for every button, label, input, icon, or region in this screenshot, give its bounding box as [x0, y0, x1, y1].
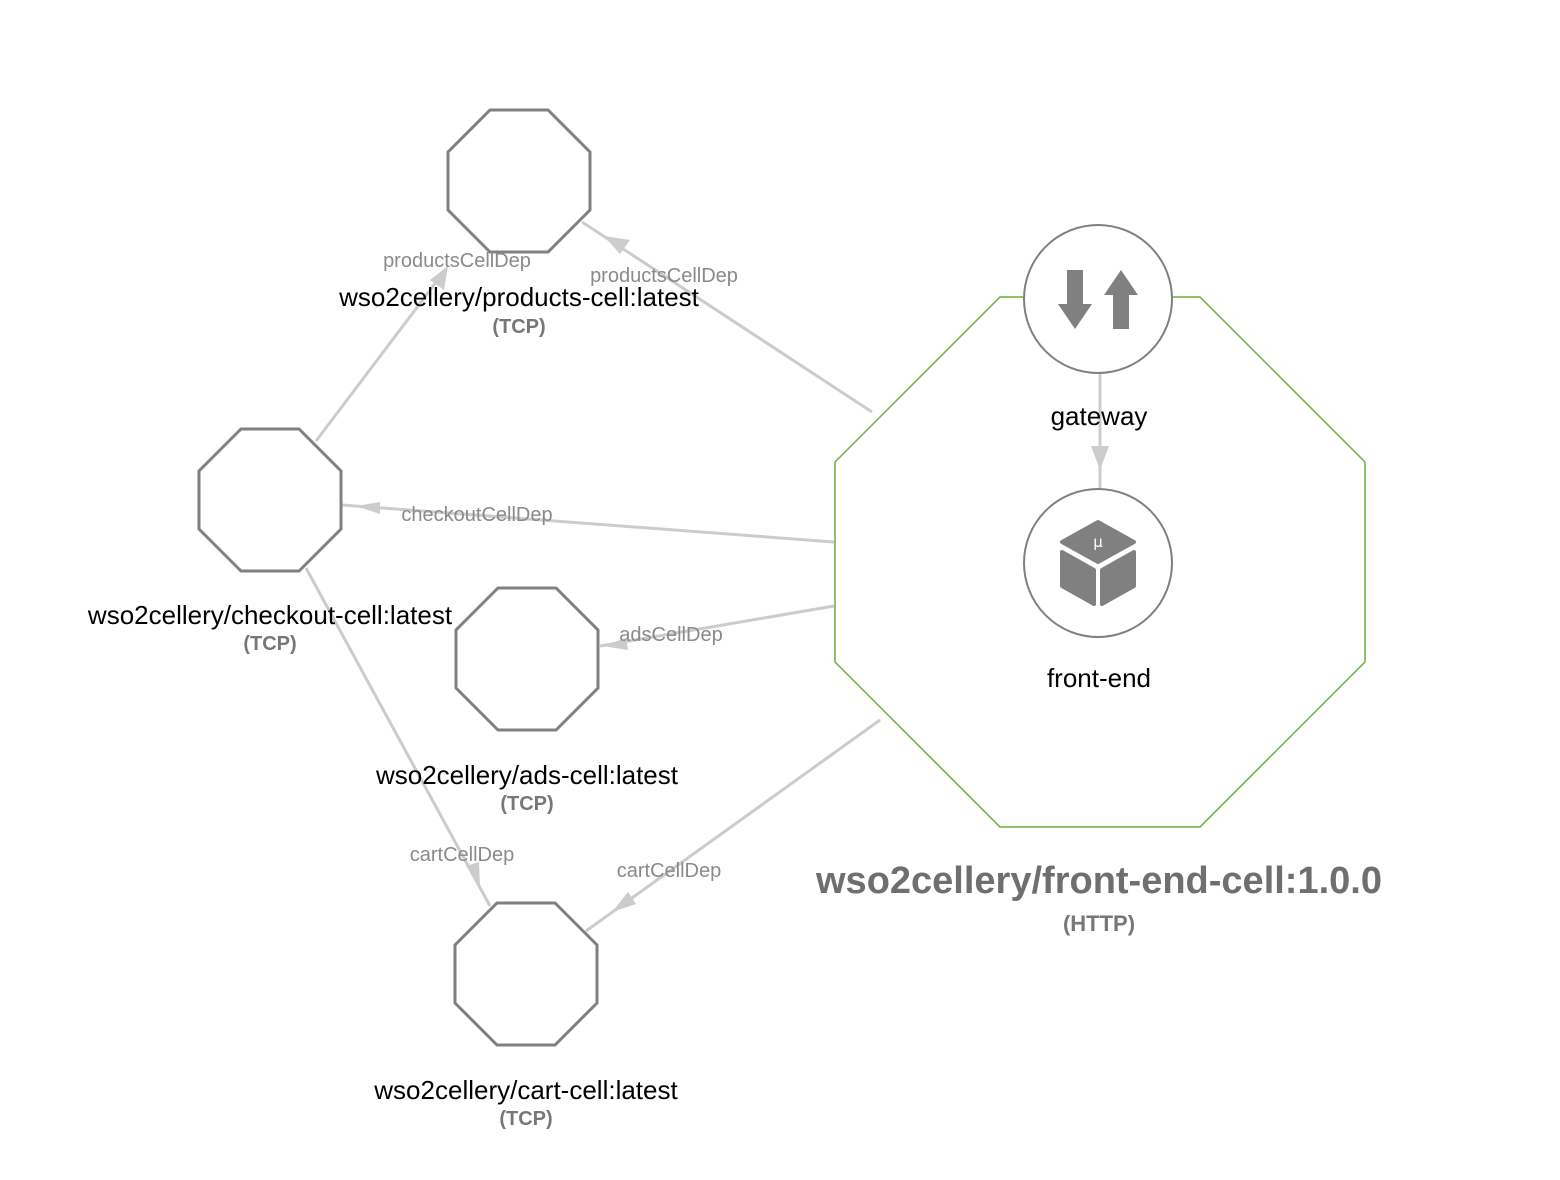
arrowhead-frontend-from-gateway — [1091, 446, 1109, 470]
arrowhead-checkout-from-frontend — [356, 502, 380, 514]
checkout-cell-protocol: (TCP) — [243, 633, 296, 655]
ads-cell-label: wso2cellery/ads-cell:latest — [375, 760, 679, 790]
gateway-circle[interactable] — [1023, 224, 1173, 374]
arrowhead-cart-from-frontend — [612, 892, 636, 912]
cell-ads[interactable]: wso2cellery/ads-cell:latest (TCP) — [375, 586, 679, 815]
arrowhead-products-from-frontend — [604, 236, 630, 254]
edge-labels: productsCellDep productsCellDep checkout… — [383, 250, 738, 882]
gateway-arrows-icon — [1058, 270, 1138, 329]
edge-checkout-to-cart — [304, 567, 492, 907]
gateway-component[interactable]: gateway — [1023, 224, 1173, 431]
mu-glyph: μ — [1093, 533, 1103, 551]
checkout-cell-octagon[interactable] — [197, 427, 343, 573]
arrowhead-cart-from-checkout — [466, 862, 480, 887]
main-cell-protocol: (HTTP) — [1063, 911, 1135, 936]
ads-cell-protocol: (TCP) — [500, 793, 553, 815]
main-cell-title: wso2cellery/front-end-cell:1.0.0 — [815, 860, 1382, 902]
edge-label-frontend-cart: cartCellDep — [617, 860, 721, 882]
cell-checkout[interactable]: wso2cellery/checkout-cell:latest (TCP) — [87, 427, 453, 655]
cart-cell-octagon[interactable] — [453, 901, 599, 1047]
edge-label-checkout-products: productsCellDep — [383, 250, 531, 272]
edge-frontend-to-checkout — [341, 503, 835, 544]
products-cell-octagon[interactable] — [446, 108, 592, 254]
cart-cell-protocol: (TCP) — [499, 1108, 552, 1130]
arrowhead-products-from-checkout — [430, 266, 448, 290]
edge-checkout-to-products — [314, 276, 442, 442]
cell-cart[interactable]: wso2cellery/cart-cell:latest (TCP) — [373, 901, 678, 1130]
checkout-cell-label: wso2cellery/checkout-cell:latest — [87, 600, 453, 630]
products-cell-label: wso2cellery/products-cell:latest — [338, 282, 700, 312]
edges — [304, 220, 881, 933]
edge-frontend-to-ads — [599, 604, 835, 648]
gateway-label: gateway — [1051, 401, 1148, 431]
products-cell-protocol: (TCP) — [492, 316, 545, 338]
main-cell[interactable]: gateway μ front-end wso2cellery/front-en… — [815, 224, 1382, 936]
edge-label-checkout-cart: cartCellDep — [410, 844, 514, 866]
ads-cell-octagon[interactable] — [454, 586, 600, 732]
cell-products[interactable]: wso2cellery/products-cell:latest (TCP) — [338, 108, 700, 338]
edge-label-frontend-ads: adsCellDep — [619, 624, 722, 646]
front-end-label: front-end — [1047, 663, 1151, 693]
edge-frontend-to-cart — [585, 718, 881, 933]
microservice-cube-icon: μ — [1060, 520, 1136, 606]
front-end-component[interactable]: μ front-end — [1023, 488, 1173, 693]
edge-label-frontend-checkout: checkoutCellDep — [401, 504, 552, 526]
edge-frontend-to-products — [581, 220, 873, 414]
cart-cell-label: wso2cellery/cart-cell:latest — [373, 1075, 678, 1105]
edge-label-frontend-products: productsCellDep — [590, 265, 738, 287]
arrowhead-ads-from-frontend — [602, 638, 628, 650]
